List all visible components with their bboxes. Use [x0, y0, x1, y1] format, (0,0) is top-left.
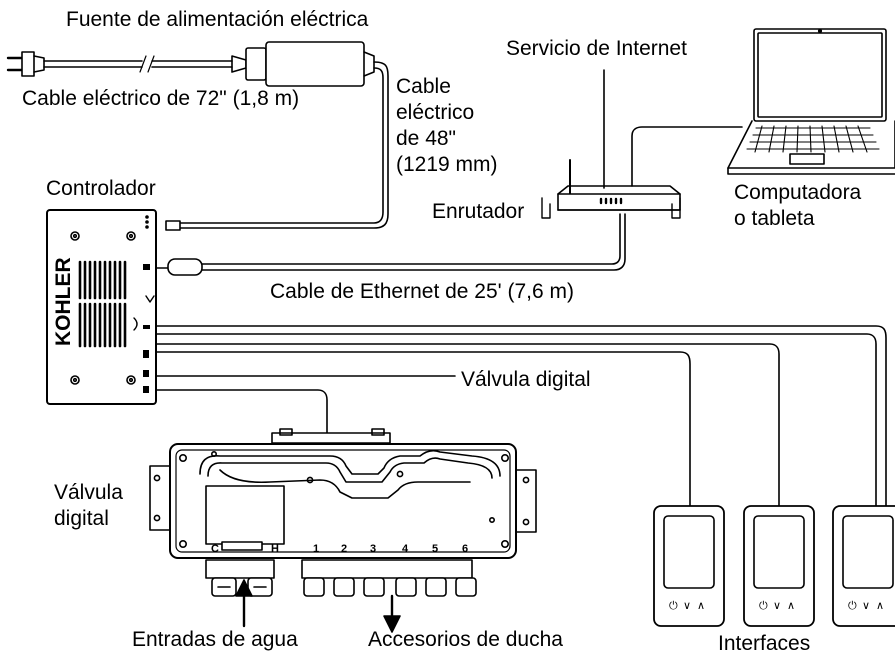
digital-valve-label-line1: Válvula: [54, 481, 123, 504]
outlet-number-2: 2: [341, 543, 347, 555]
cable-48-label-line4: (1219 mm): [396, 153, 498, 176]
panel-2-up-icon: ∧: [787, 600, 795, 612]
router: [541, 159, 681, 219]
digital-valve-cable: [155, 375, 456, 438]
cable-48-label-line3: de 48": [396, 127, 457, 150]
interfaces-label: Interfaces: [718, 632, 811, 655]
internet-service-label: Servicio de Internet: [506, 37, 687, 60]
panel-3-up-icon: ∧: [876, 600, 884, 612]
digital-valve: [149, 428, 537, 597]
power-supply-label: Fuente de alimentación eléctrica: [66, 8, 369, 31]
panel-2-power-icon: ⏻: [759, 600, 768, 612]
kohler-logo: KOHLER: [52, 257, 75, 346]
inlet-label-hot: H: [271, 543, 279, 555]
panel-1-up-icon: ∧: [697, 600, 705, 612]
interface-panel-3: [832, 505, 895, 627]
digital-valve-label-line2: digital: [54, 507, 109, 530]
power-cable-48: [165, 61, 389, 231]
inlet-label-cold: C: [211, 543, 219, 555]
shower-accessories-label: Accesorios de ducha: [368, 628, 563, 651]
interface-panel-1: [653, 505, 725, 627]
router-label: Enrutador: [432, 200, 525, 223]
panel-3-power-icon: ⏻: [848, 600, 857, 612]
water-inlet-fittings: [205, 559, 275, 597]
interface-panel-2: [743, 505, 815, 627]
water-inlets-label: Entradas de agua: [132, 628, 298, 651]
power-supply-brick: [231, 41, 375, 87]
outlet-number-1: 1: [313, 543, 319, 555]
ethernet-cable: [155, 213, 626, 276]
outlet-number-5: 5: [432, 543, 438, 555]
digital-valve-cable-label: Válvula digital: [461, 368, 591, 391]
power-cord-72: [43, 55, 233, 73]
interface-wires: [155, 325, 887, 507]
shower-outlet-arrow: [383, 594, 401, 633]
ethernet-cable-label: Cable de Ethernet de 25' (7,6 m): [270, 280, 575, 303]
cable-48-label-line1: Cable: [396, 75, 451, 98]
outlet-number-4: 4: [402, 543, 409, 555]
panel-1-down-icon: ∨: [683, 600, 691, 612]
computer-cable: [631, 126, 743, 187]
power-plug-icon: [6, 51, 45, 77]
cable-48-label-line2: eléctrico: [396, 101, 475, 124]
controller-unit: [46, 209, 157, 405]
computer-label-line1: Computadora: [734, 181, 862, 204]
power-cord-72-label: Cable eléctrico de 72" (1,8 m): [22, 87, 300, 110]
outlet-number-6: 6: [462, 543, 468, 555]
shower-outlet-fittings: [301, 559, 477, 597]
panel-2-down-icon: ∨: [773, 600, 781, 612]
panel-1-power-icon: ⏻: [669, 600, 678, 612]
laptop-computer: [727, 28, 895, 175]
water-inlet-arrow: [235, 579, 253, 628]
panel-3-down-icon: ∨: [862, 600, 870, 612]
outlet-number-3: 3: [370, 543, 376, 555]
controller-label: Controlador: [46, 177, 156, 200]
computer-label-line2: o tableta: [734, 207, 815, 230]
